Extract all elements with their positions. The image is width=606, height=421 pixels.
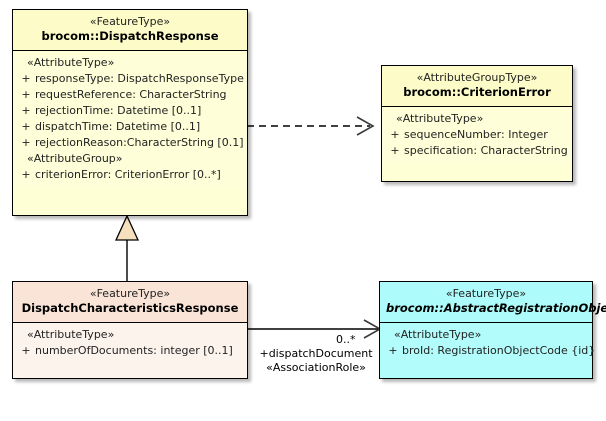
attribute-text: specification: CharacterString (404, 144, 568, 157)
class-header: «FeatureType» DispatchCharacteristicsRes… (13, 282, 247, 323)
class-stereotype: «FeatureType» (445, 287, 527, 300)
attribute-row[interactable]: + requestReference: CharacterString (17, 87, 243, 103)
attribute-group-label: «AttributeType» (27, 328, 115, 341)
visibility-marker: + (21, 120, 31, 133)
attribute-row[interactable]: + broId: RegistrationObjectCode {id} (384, 343, 595, 359)
class-header: «AttributeGroupType» brocom::CriterionEr… (382, 66, 572, 107)
class-stereotype: «FeatureType» (89, 287, 171, 300)
association-role-label: +dispatchDocument (259, 347, 373, 360)
dependency-connector (247, 116, 375, 136)
attribute-text: broId: RegistrationObjectCode {id} (402, 344, 596, 357)
association-multiplicity-label: 0..* (336, 333, 356, 346)
association-connector (247, 319, 382, 339)
class-title: brocom::DispatchResponse (41, 29, 219, 43)
class-stereotype: «FeatureType» (89, 15, 171, 28)
class-header: «FeatureType» brocom::AbstractRegistrati… (380, 282, 606, 323)
attribute-group-label: «AttributeType» (394, 328, 482, 341)
attribute-group-label: «AttributeGroup» (27, 152, 123, 165)
class-box-criterion-error[interactable]: «AttributeGroupType» brocom::CriterionEr… (381, 65, 573, 182)
class-stereotype: «AttributeGroupType» (416, 71, 538, 84)
attribute-text: responseType: DispatchResponseType (35, 72, 244, 85)
association-stereotype-label: «AssociationRole» (266, 361, 366, 374)
attribute-row[interactable]: + numberOfDocuments: integer [0..1] (17, 343, 243, 359)
class-body: «AttributeType» + broId: RegistrationObj… (380, 323, 595, 364)
class-body: «AttributeType» + sequenceNumber: Intege… (382, 107, 572, 164)
visibility-marker: + (388, 344, 398, 357)
attribute-text: dispatchTime: Datetime [0..1] (35, 120, 201, 133)
attribute-row[interactable]: + criterionError: CriterionError [0..*] (17, 167, 243, 183)
attribute-text: criterionError: CriterionError [0..*] (35, 168, 221, 181)
visibility-marker: + (21, 344, 31, 357)
attribute-row[interactable]: + responseType: DispatchResponseType (17, 71, 243, 87)
attribute-text: rejectionTime: Datetime [0..1] (35, 104, 202, 117)
attribute-row[interactable]: + specification: CharacterString (386, 143, 568, 159)
visibility-marker: + (21, 168, 31, 181)
attribute-row[interactable]: + dispatchTime: Datetime [0..1] (17, 119, 243, 135)
visibility-marker: + (390, 144, 400, 157)
attribute-group-label: «AttributeType» (27, 56, 115, 69)
visibility-marker: + (21, 72, 31, 85)
attribute-row[interactable]: + rejectionReason:CharacterString [0.1] (17, 135, 243, 151)
attribute-row[interactable]: + rejectionTime: Datetime [0..1] (17, 103, 243, 119)
class-box-dispatch-response[interactable]: «FeatureType» brocom::DispatchResponse «… (12, 9, 248, 216)
class-body: «AttributeType» + responseType: Dispatch… (13, 51, 247, 188)
attribute-row[interactable]: + sequenceNumber: Integer (386, 127, 568, 143)
class-body: «AttributeType» + numberOfDocuments: int… (13, 323, 247, 364)
attribute-text: requestReference: CharacterString (35, 88, 227, 101)
attribute-text: numberOfDocuments: integer [0..1] (35, 344, 233, 357)
class-title: brocom::AbstractRegistrationObject (386, 301, 606, 315)
visibility-marker: + (390, 128, 400, 141)
visibility-marker: + (21, 136, 31, 149)
attribute-group-label: «AttributeType» (396, 112, 484, 125)
class-header: «FeatureType» brocom::DispatchResponse (13, 10, 247, 51)
visibility-marker: + (21, 88, 31, 101)
class-box-abstract-registration-object[interactable]: «FeatureType» brocom::AbstractRegistrati… (379, 281, 606, 379)
class-title: brocom::CriterionError (403, 85, 551, 99)
visibility-marker: + (21, 104, 31, 117)
class-title: DispatchCharacteristicsResponse (21, 301, 239, 315)
class-box-dispatch-characteristics-response[interactable]: «FeatureType» DispatchCharacteristicsRes… (12, 281, 248, 379)
attribute-text: sequenceNumber: Integer (404, 128, 548, 141)
attribute-text: rejectionReason:CharacterString [0.1] (35, 136, 244, 149)
generalization-connector (114, 214, 140, 281)
